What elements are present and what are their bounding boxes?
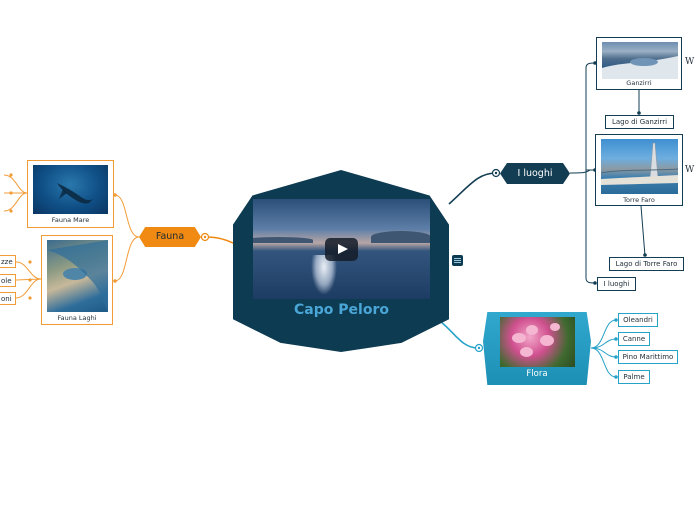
flora-leaf-pino-marittimo[interactable]: Pino Marittimo [618, 350, 678, 364]
fauna-laghi-leaf-1[interactable]: zze [0, 255, 16, 268]
flora-leaf-canne[interactable]: Canne [618, 332, 650, 346]
torre-faro-card[interactable]: Torre Faro [595, 134, 683, 206]
lagoon-aerial-icon [47, 240, 108, 312]
fauna-laghi-caption: Fauna Laghi [57, 314, 97, 322]
torre-faro-photo [600, 139, 679, 194]
fauna-mare-card[interactable]: Fauna Mare [27, 160, 114, 228]
coast-aerial-icon [602, 56, 678, 79]
flora-leaf-oleandri[interactable]: Oleandri [618, 313, 658, 327]
play-icon [338, 244, 348, 254]
luoghi-toggle-icon[interactable] [491, 168, 501, 178]
lago-torre-faro-leaf[interactable]: Lago di Torre Faro [609, 257, 684, 271]
ganzirri-caption: Ganzirri [626, 79, 652, 87]
fauna-laghi-leaf-2[interactable]: ole [0, 274, 16, 287]
lago-ganzirri-leaf[interactable]: Lago di Ganzirri [605, 115, 674, 129]
cut-mark-2: W [685, 165, 695, 175]
flora-label: Flora [526, 369, 548, 379]
pylon-icon [600, 142, 679, 185]
fauna-laghi-photo [47, 240, 108, 312]
luoghi-topic[interactable]: I luoghi [500, 163, 570, 184]
flora-leaf-palme[interactable]: Palme [618, 370, 650, 384]
flora-toggle-icon[interactable] [474, 343, 484, 353]
fauna-mare-photo [33, 165, 108, 214]
notes-icon[interactable] [452, 255, 463, 266]
ganzirri-photo [602, 42, 678, 79]
torre-faro-caption: Torre Faro [623, 196, 655, 204]
fauna-mare-caption: Fauna Mare [51, 216, 90, 224]
fauna-toggle-icon[interactable] [200, 232, 210, 242]
fauna-laghi-leaf-3[interactable]: oni [0, 292, 16, 305]
i-luoghi-leaf[interactable]: I luoghi [597, 277, 636, 291]
central-topic-title: Capo Peloro [294, 302, 389, 318]
central-video-thumbnail[interactable] [253, 199, 430, 299]
fauna-laghi-card[interactable]: Fauna Laghi [41, 235, 113, 325]
flora-photo [500, 317, 575, 367]
ganzirri-card[interactable]: Ganzirri [596, 37, 682, 90]
play-button[interactable] [325, 238, 358, 261]
fauna-topic[interactable]: Fauna [139, 227, 201, 247]
whale-icon [57, 183, 93, 204]
cut-mark-1: W [685, 57, 695, 67]
